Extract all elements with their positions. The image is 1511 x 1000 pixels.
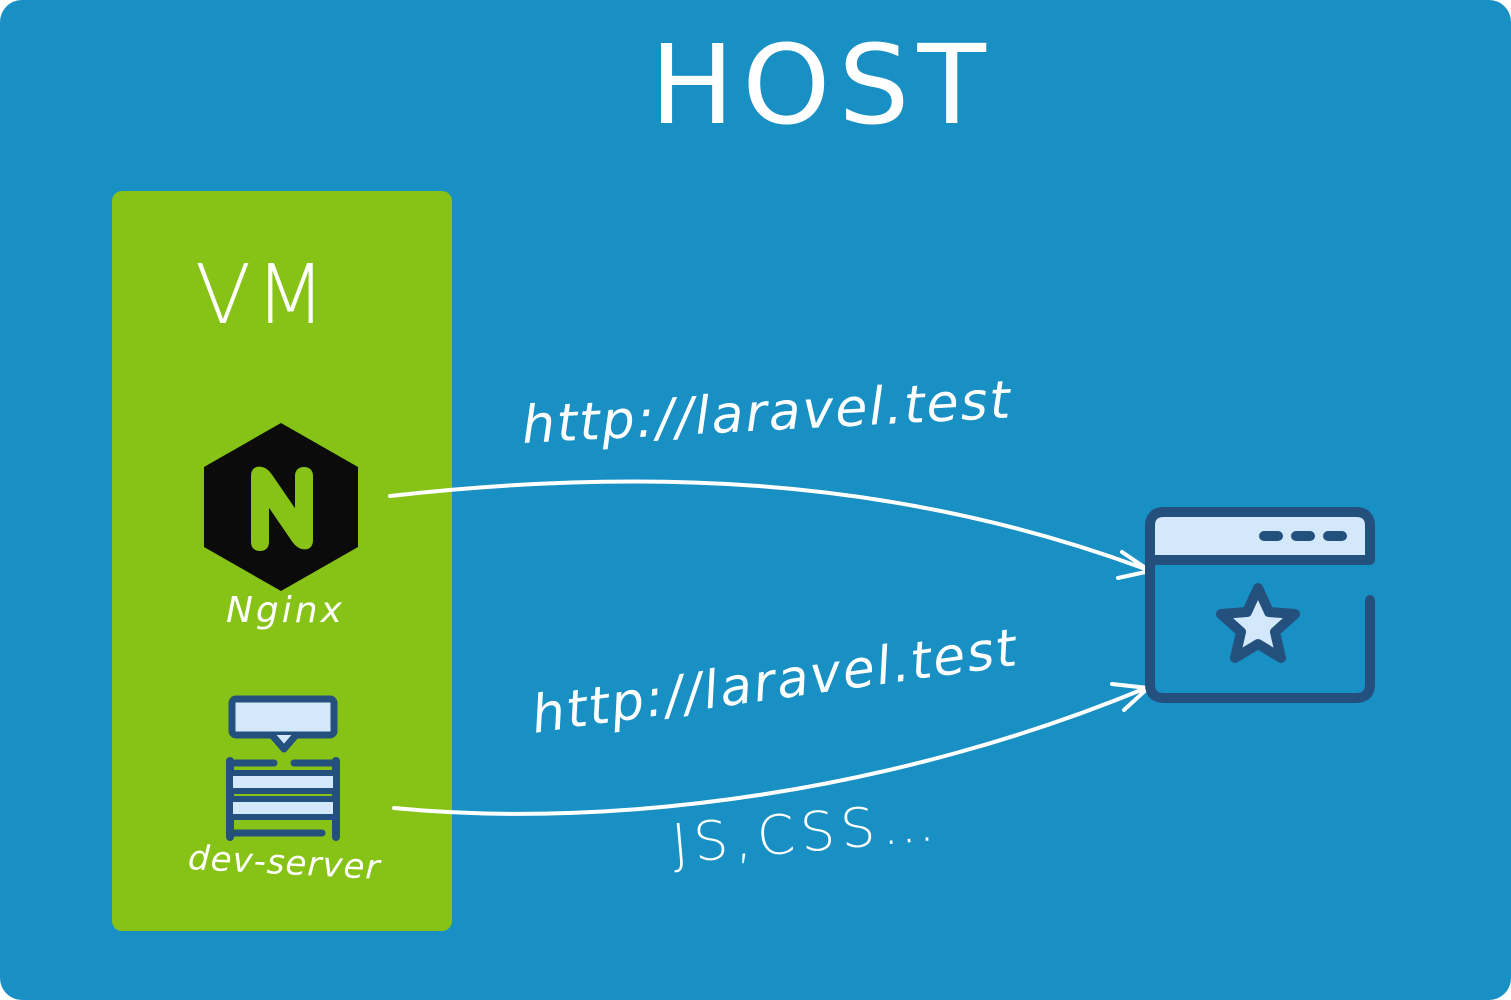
nginx-hexagon-icon [204,423,358,591]
server-shelf-2 [227,796,339,820]
browser-body [1145,555,1375,703]
nginx-letter-n [251,466,313,551]
arrow-nginx-to-browser [388,479,1150,572]
host-title: HOST [650,22,994,150]
server-shelf-1 [227,770,339,794]
url-label-nginx: http://laravel.test [520,370,1014,456]
speech-bubble [228,695,338,739]
speech-bubble-tail [269,732,299,753]
star-shape [1216,583,1300,663]
vm-label: VM [195,248,330,343]
browser-window-star-icon [1145,507,1375,703]
dev-server-label: dev-server [187,837,382,889]
nginx-label: Nginx [226,590,345,631]
assets-label: JS,CSS… [669,789,944,876]
dev-server-icon [226,695,340,841]
url-label-devserver: http://laravel.test [527,618,1022,746]
